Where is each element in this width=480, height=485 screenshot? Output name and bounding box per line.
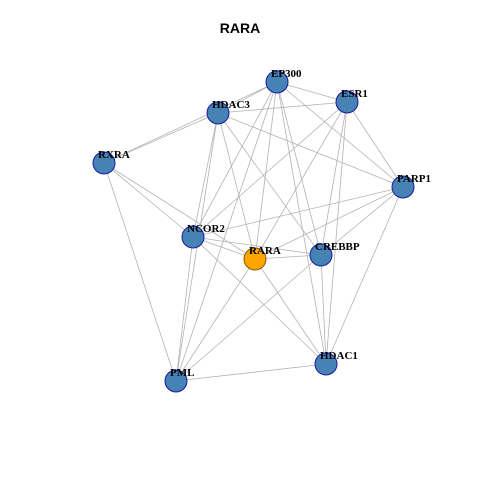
edge-ep300-parp1 (276, 81, 404, 188)
edge-parp1-hdac1 (325, 186, 404, 365)
node-label-ep300: EP300 (271, 68, 302, 80)
node-esr1[interactable] (335, 90, 359, 114)
node-label-rxra: RXRA (98, 149, 130, 161)
edge-ep300-hdac1 (276, 81, 327, 365)
edge-hdac3-ncor2 (192, 112, 219, 238)
node-hdac3[interactable] (206, 101, 230, 125)
node-rara[interactable] (243, 247, 267, 271)
node-label-hdac3: HDAC3 (212, 99, 250, 111)
edge-ncor2-pml (175, 236, 194, 382)
edge-hdac3-parp1 (217, 112, 404, 188)
edge-rara-hdac1 (254, 258, 327, 365)
node-label-hdac1: HDAC1 (320, 350, 358, 362)
edge-ep300-rara (254, 81, 278, 260)
edge-hdac3-rxra (103, 112, 219, 164)
node-label-crebbp: CREBBP (315, 241, 360, 253)
edge-esr1-hdac3 (217, 101, 348, 114)
node-hdac1[interactable] (314, 352, 338, 376)
edge-ep300-ncor2 (192, 81, 278, 238)
edge-ep300-crebbp (276, 81, 322, 256)
edge-ncor2-crebbp (192, 236, 322, 256)
edge-ncor2-hdac1 (192, 236, 327, 365)
edge-hdac3-crebbp (217, 112, 322, 256)
edge-esr1-crebbp (320, 101, 348, 256)
edge-esr1-parp1 (346, 101, 404, 188)
node-pml[interactable] (164, 369, 188, 393)
edge-rxra-rara (103, 162, 256, 260)
edge-parp1-crebbp (320, 186, 404, 256)
node-crebbp[interactable] (309, 243, 333, 267)
node-rxra[interactable] (92, 151, 116, 175)
edge-esr1-hdac1 (325, 101, 348, 365)
edge-rxra-pml (103, 162, 177, 382)
edge-parp1-rara (254, 186, 404, 260)
edge-hdac1-pml (175, 363, 327, 382)
edge-crebbp-pml (175, 254, 322, 382)
edge-ep300-rxra (103, 81, 278, 164)
node-parp1[interactable] (391, 175, 415, 199)
edge-rara-pml (175, 258, 256, 382)
diagram-title: RARA (219, 20, 261, 36)
node-layer (92, 70, 415, 393)
node-label-esr1: ESR1 (341, 88, 368, 100)
node-ep300[interactable] (265, 70, 289, 94)
node-label-ncor2: NCOR2 (187, 223, 225, 235)
edge-parp1-ncor2 (192, 186, 404, 238)
edge-ep300-esr1 (276, 81, 348, 103)
edge-hdac3-rara (217, 112, 256, 260)
node-label-rara: RARA (249, 245, 281, 257)
edge-esr1-rara (254, 101, 348, 260)
node-ncor2[interactable] (181, 225, 205, 249)
node-label-parp1: PARP1 (397, 173, 431, 185)
node-label-pml: PML (170, 367, 194, 379)
edge-esr1-ncor2 (192, 101, 348, 238)
edge-rxra-ncor2 (103, 162, 194, 238)
edge-ep300-pml (175, 81, 278, 382)
edge-layer (103, 81, 404, 382)
edge-crebbp-hdac1 (320, 254, 327, 365)
